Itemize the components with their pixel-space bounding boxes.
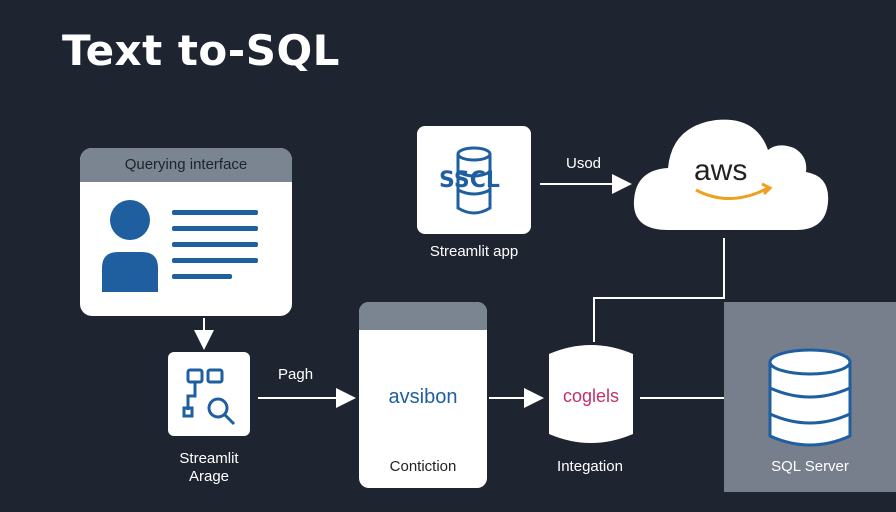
aws-cloud: aws — [628, 108, 832, 234]
sql-server-label: SQL Server — [771, 458, 849, 475]
integation-cylinder: coglels — [547, 342, 635, 446]
streamlit-app-card: SSCL — [417, 126, 531, 234]
streamlit-arage-card — [168, 352, 250, 436]
pagh-edge-label: Pagh — [278, 366, 314, 383]
cloud-icon — [633, 119, 829, 230]
avsibon-logo-text: avsibon — [388, 386, 458, 408]
contiction-card: avsibon Contiction — [359, 302, 487, 488]
contiction-label: Contiction — [389, 458, 457, 475]
coglels-logo-text: coglels — [562, 386, 620, 406]
querying-interface-card: Querying interface — [80, 148, 292, 316]
aws-logo-text: aws — [694, 154, 748, 187]
user-profile-icon — [102, 200, 258, 292]
streamlit-arage-label: Streamlit Arage — [162, 450, 256, 486]
cylinder-shape-icon — [549, 345, 633, 443]
database-stack-icon — [768, 348, 852, 447]
contiction-card-header — [359, 302, 487, 330]
sscl-logo-text: SSCL — [439, 168, 500, 193]
line-aws-to-integation — [593, 238, 725, 342]
streamlit-app-label: Streamlit app — [429, 243, 519, 260]
streamlit-arage-line2: Arage — [188, 468, 230, 485]
page-title: Text to-SQL — [62, 26, 340, 75]
querying-interface-label: Querying interface — [80, 148, 292, 182]
database-cylinder-icon — [456, 146, 492, 215]
streamlit-arage-line1: Streamlit — [179, 450, 239, 467]
integation-label: Integation — [557, 458, 623, 475]
sql-server-panel: SQL Server — [724, 302, 896, 492]
usod-edge-label: Usod — [566, 155, 602, 172]
search-flow-icon — [182, 368, 236, 426]
